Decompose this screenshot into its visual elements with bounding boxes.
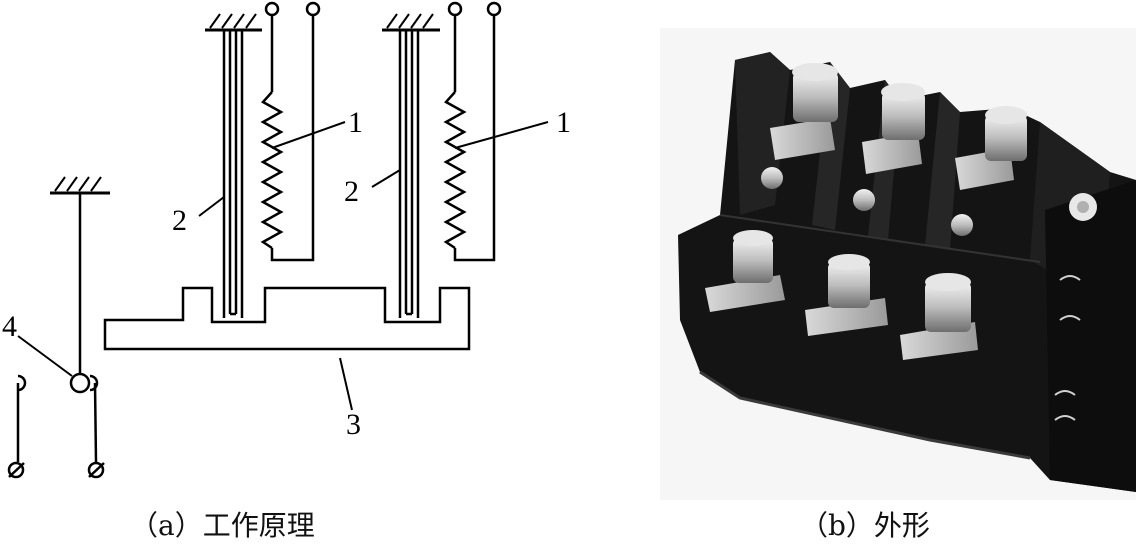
bimetal-strip-left [205, 13, 262, 318]
caption-principle: （a）工作原理 [130, 509, 315, 542]
label-bimetal-left: 2 [172, 204, 187, 237]
label-heater-right: 1 [556, 106, 571, 139]
label-contact-pivot: 4 [2, 310, 17, 343]
contact-assembly [7, 176, 110, 479]
label-heater-left: 1 [348, 106, 363, 139]
heater-element-right [443, 1, 502, 262]
bimetal-strip-right [382, 13, 440, 318]
label-push-rod: 3 [346, 408, 361, 441]
heater-element-left [260, 1, 321, 262]
caption-appearance: （b）外形 [800, 509, 930, 542]
leader-lines [17, 121, 549, 411]
bottom-terminals [705, 230, 978, 360]
contact-pivot [69, 372, 91, 394]
relay-photo [660, 28, 1136, 500]
push-rod [103, 286, 471, 351]
top-terminals [761, 63, 1027, 236]
label-bimetal-right: 2 [344, 175, 359, 208]
principle-diagram [7, 1, 549, 479]
